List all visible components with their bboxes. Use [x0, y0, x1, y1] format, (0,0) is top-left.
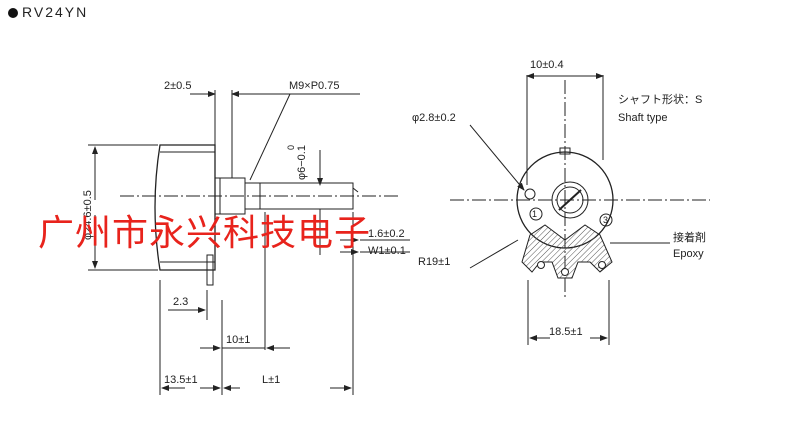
dim-shaft-tolerance: 0: [286, 144, 296, 150]
terminal-3-label: 3: [603, 215, 609, 225]
terminal-pin: [206, 254, 214, 286]
mount-hole: [524, 188, 536, 200]
watermark-text: 广州市永兴科技电子: [38, 213, 372, 254]
epoxy-jp: 接着剤: [673, 232, 706, 244]
dim-ten: 10±1: [226, 334, 251, 346]
body-outline: [154, 144, 216, 271]
dim-radius: R19±1: [418, 256, 451, 268]
dim-pin-offset: 2.3: [173, 296, 189, 308]
shaft-type-jp: シャフト形状：S: [618, 94, 703, 106]
dim-shaft-diameter: φ6−0.1: [296, 145, 308, 180]
dim-slot-width: W1±0.1: [368, 245, 406, 257]
shaft-circle: [551, 181, 589, 219]
terminal-1-label: 1: [532, 209, 538, 219]
model-name: RV24YN: [22, 4, 89, 20]
dim-slot-depth: 1.6±0.2: [368, 228, 405, 240]
dim-hole: φ2.8±0.2: [412, 112, 456, 124]
dim-front-top: 10±0.4: [530, 59, 564, 71]
dim-shaft-length: L±1: [262, 374, 281, 386]
epoxy-en: Epoxy: [673, 248, 704, 260]
model-title: RV24YN: [8, 4, 88, 20]
dim-front-bottom: 18.5±1: [549, 326, 583, 338]
dim-body-length: 13.5±1: [164, 374, 198, 386]
shaft-type-en: Shaft type: [618, 112, 668, 124]
side-view: [88, 90, 410, 395]
front-view: [450, 73, 710, 345]
terminal-epoxy: [521, 224, 613, 279]
dim-shaft-flat: 2±0.5: [164, 80, 192, 92]
dim-thread: M9×P0.75: [289, 80, 340, 92]
bullet-icon: [8, 8, 18, 18]
